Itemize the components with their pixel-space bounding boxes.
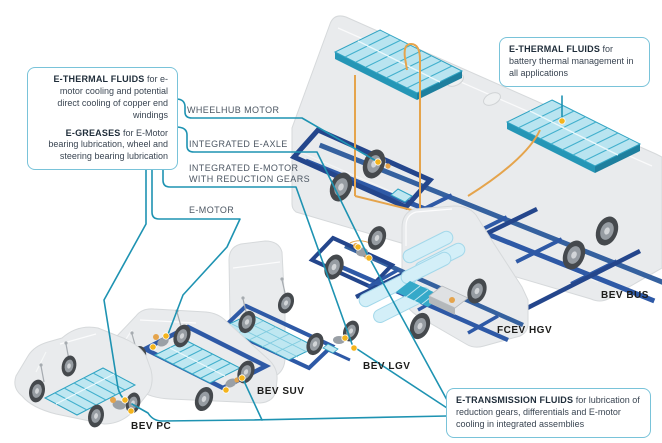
label-wheelhub-motor: WHEELHUB MOTOR bbox=[187, 105, 280, 115]
line-e-motor-reduction bbox=[162, 163, 353, 345]
suv-battery-pack bbox=[153, 339, 242, 384]
bev-pc-illustration bbox=[14, 326, 153, 428]
hgv-wheels bbox=[324, 226, 487, 340]
dot-pc-motor-2 bbox=[127, 407, 135, 415]
line-integrated-e-axle bbox=[175, 126, 369, 257]
label-integrated-e-motor-reduction: INTEGRATED E-MOTOR WITH REDUCTION GEARS bbox=[189, 163, 311, 185]
label-bev-bus: BEV BUS bbox=[601, 290, 649, 301]
pc-battery-pack bbox=[43, 367, 137, 416]
dot-pc-motor-1 bbox=[121, 396, 129, 404]
battery-thermal-title: E-THERMAL FLUIDS bbox=[509, 44, 601, 54]
label-fcev-hgv: FCEV HGV bbox=[497, 325, 553, 336]
pc-wheels bbox=[29, 355, 141, 428]
component-marker-dots bbox=[121, 117, 566, 415]
label-e-motor: E-MOTOR bbox=[189, 205, 235, 215]
e-transmission-title: E-TRANSMISSION FLUIDS bbox=[456, 395, 574, 405]
battery-thermal-text: for battery thermal management in all ap… bbox=[509, 44, 634, 78]
lgv-wheels bbox=[238, 292, 360, 356]
line-wheelhub-motor bbox=[175, 98, 379, 163]
label-bev-suv: BEV SUV bbox=[257, 386, 305, 397]
callout-ethermal-battery: E-THERMAL FLUIDS for battery thermal man… bbox=[499, 37, 650, 87]
e-thermal-fluids-title: E-THERMAL FLUIDS bbox=[53, 74, 145, 84]
e-transmission-text: for lubrication of reduction gears, diff… bbox=[456, 395, 640, 429]
bev-suv-illustration bbox=[112, 308, 278, 412]
bus-aux-battery bbox=[390, 188, 413, 203]
bus-roof-battery-front bbox=[333, 29, 464, 100]
dot-suv-rear-motor-1 bbox=[238, 374, 246, 382]
line-transmission-to-pc bbox=[131, 403, 448, 422]
dot-lgv-motor-2 bbox=[350, 344, 358, 352]
label-bev-pc: BEV PC bbox=[131, 421, 172, 432]
line-e-motor bbox=[151, 163, 241, 338]
e-greases-title: E-GREASES bbox=[65, 127, 121, 138]
bus-roof-battery-rear bbox=[505, 99, 642, 173]
dot-suv-front-motor-2 bbox=[149, 343, 157, 351]
dot-hgv-motor-1 bbox=[354, 243, 362, 251]
e-greases-text: for E-Motor bearing lubrication, wheel a… bbox=[48, 127, 168, 162]
line-transmission-to-hgv bbox=[369, 258, 448, 401]
label-bev-lgv: BEV LGV bbox=[363, 361, 411, 372]
bus-hv-cables bbox=[354, 42, 541, 213]
dot-bus-battery bbox=[558, 117, 566, 125]
hgv-emotor-box bbox=[428, 285, 469, 315]
lgv-frame bbox=[219, 303, 336, 371]
callout-etransmission: E-TRANSMISSION FLUIDS for lubrication of… bbox=[446, 388, 651, 438]
dot-bus-wheelhub bbox=[374, 158, 382, 166]
fcev-hgv-illustration bbox=[308, 205, 529, 348]
dot-hgv-motor-2 bbox=[365, 254, 373, 262]
line-branch-to-suv bbox=[242, 378, 263, 421]
callout-ethermal-egreases: E-THERMAL FLUIDS for e-motor cooling and… bbox=[27, 67, 178, 171]
dot-lgv-motor-1 bbox=[341, 334, 349, 342]
e-thermal-fluids-text: for e-motor cooling and potential direct… bbox=[57, 74, 168, 120]
line-transmission-to-lgv bbox=[353, 346, 448, 409]
dot-suv-rear-motor-2 bbox=[222, 386, 230, 394]
label-integrated-e-axle: INTEGRATED E-AXLE bbox=[189, 139, 288, 149]
dot-suv-front-motor-1 bbox=[162, 332, 170, 340]
